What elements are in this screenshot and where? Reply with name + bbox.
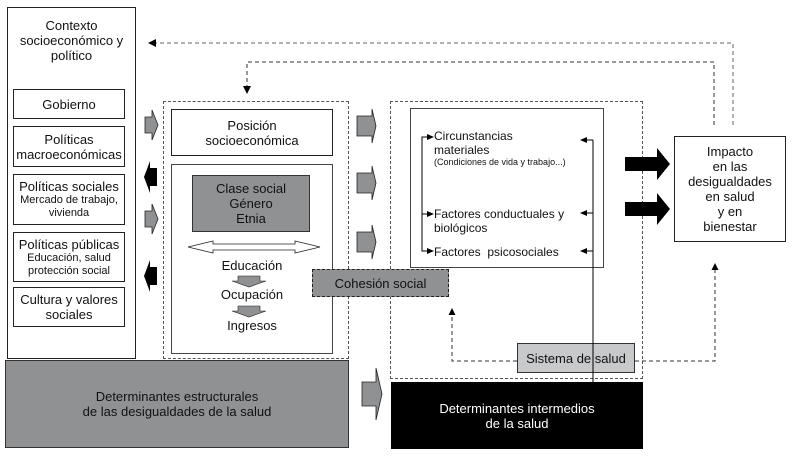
intermediate-determinants-line: de la salud <box>485 415 549 431</box>
context-item-line: protección social <box>28 264 110 277</box>
impact-line: desigualdades <box>688 174 772 189</box>
arrow-right-gray-2 <box>144 203 159 235</box>
context-item-social-policies: Políticas sociales Mercado de trabajo, v… <box>13 174 125 225</box>
position-title: Posición socioeconómica <box>205 117 299 148</box>
social-cohesion-box: Cohesión social <box>312 269 449 297</box>
social-class-box: Clase social Género Etnia <box>192 175 310 232</box>
context-item-line: Educación, salud <box>27 251 111 264</box>
position-title-box: Posición socioeconómica <box>171 109 333 156</box>
context-title: Contexto socioeconómico y político <box>19 18 124 63</box>
psychosocial-factors: Factores psicosociales <box>434 245 559 259</box>
arrow-right-gray-bottom <box>361 367 383 421</box>
ladder-occupation: Ocupación <box>220 287 284 302</box>
context-item-line: Cultura y valores <box>20 292 118 307</box>
arrow-right-gray-mid-3 <box>356 224 377 260</box>
context-item-gobierno: Gobierno <box>13 89 125 119</box>
context-item-line: Políticas <box>44 131 94 147</box>
material-circumstances-title: Circunstancias materiales <box>434 129 513 157</box>
material-circumstances-sub: (Condiciones de vida y trabajo...) <box>434 157 566 167</box>
arrow-right-gray-mid-2 <box>356 165 377 201</box>
context-item-line: Políticas públicas <box>18 236 120 252</box>
material-circumstances: Circunstancias materiales (Condiciones d… <box>434 129 604 168</box>
context-panel <box>7 7 136 359</box>
arrow-left-black-2 <box>144 260 157 292</box>
social-class-line: Etnia <box>236 211 266 226</box>
context-item-line: Gobierno <box>42 96 96 112</box>
structural-determinants-box: Determinantes estructurales de las desig… <box>5 360 349 448</box>
behavioral-factors: Factores conductuales y biológicos <box>434 207 565 235</box>
impact-box: Impacto en las desigualdades en salud y … <box>674 136 786 242</box>
impact-line: en salud <box>705 189 755 204</box>
social-class-line: Clase social <box>215 181 287 196</box>
arrow-left-black-1 <box>144 161 157 193</box>
impact-line: y en <box>717 204 743 219</box>
context-item-line: macroeconómicas <box>16 146 122 162</box>
health-system-box: Sistema de salud <box>517 343 635 373</box>
context-item-line: Mercado de trabajo, <box>20 194 118 206</box>
structural-determinants-line: de las desigualdades de la salud <box>82 404 272 419</box>
intermediate-determinants-line: Determinantes intermedios <box>439 400 595 416</box>
context-item-macro: Políticas macroeconómicas <box>13 126 125 167</box>
structural-determinants-line: Determinantes estructurales <box>95 389 259 404</box>
context-item-line: vivienda <box>48 207 90 219</box>
arrow-right-gray-mid-1 <box>356 108 377 144</box>
context-item-public-policies: Políticas públicas Educación, salud prot… <box>13 232 125 282</box>
impact-line: Impacto <box>706 144 754 159</box>
ladder-education: Educación <box>221 258 283 273</box>
intermediate-inner-box <box>410 108 604 268</box>
ladder-income: Ingresos <box>227 318 277 333</box>
intermediate-determinants-box: Determinantes intermedios de la salud <box>391 382 643 449</box>
context-item-line: sociales <box>45 307 93 322</box>
social-class-line: Género <box>229 196 273 211</box>
impact-line: bienestar <box>703 219 757 234</box>
position-detail-box <box>171 164 333 354</box>
arrow-right-gray-1 <box>144 109 159 141</box>
social-cohesion-label: Cohesión social <box>334 275 427 291</box>
context-item-line: Políticas sociales <box>19 179 119 194</box>
context-item-culture: Cultura y valores sociales <box>13 287 125 327</box>
impact-line: en las <box>712 159 748 174</box>
health-system-label: Sistema de salud <box>526 350 626 366</box>
